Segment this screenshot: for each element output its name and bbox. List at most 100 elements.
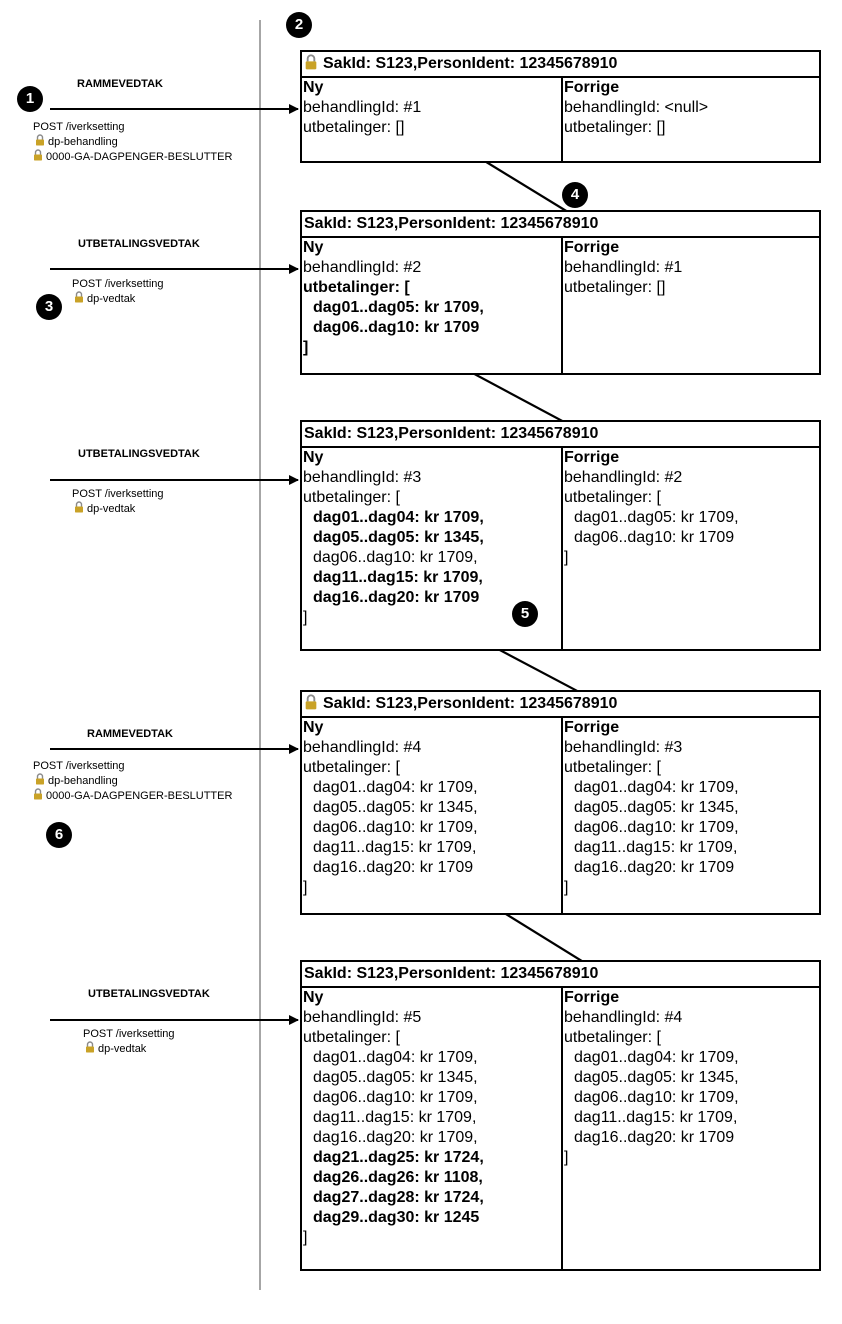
step-badge: 2 xyxy=(286,12,312,38)
column-line: dag05..dag05: kr 1345, xyxy=(574,799,739,816)
padlock-icon xyxy=(86,1041,94,1053)
padlock-icon xyxy=(75,291,83,303)
column-line: dag11..dag15: kr 1709, xyxy=(574,1109,738,1126)
box-header-text: SakId: S123,PersonIdent: 12345678910 xyxy=(304,425,599,442)
event-request: POST /iverksetting dp-vedtak xyxy=(83,1028,175,1056)
role-label: 0000-GA-DAGPENGER-BESLUTTER xyxy=(46,790,233,802)
column-line: dag21..dag25: kr 1724, xyxy=(313,1149,484,1166)
event-request: POST /iverksetting dp-behandling 0000-GA-D… xyxy=(33,121,232,164)
step-badge: 5 xyxy=(512,601,538,627)
role-item: dp-vedtak xyxy=(83,1041,175,1056)
column-title: Forrige xyxy=(564,719,620,736)
endpoint-label: POST /iverksetting xyxy=(72,278,164,290)
forrige-column: Forrige behandlingId: <null> utbetalinger:… xyxy=(562,78,819,161)
endpoint-label: POST /iverksetting xyxy=(83,1028,175,1040)
column-line: behandlingId: #4 xyxy=(564,1009,683,1026)
column-line: dag16..dag20: kr 1709 xyxy=(313,859,474,876)
column-line: dag27..dag28: kr 1724, xyxy=(313,1189,484,1206)
endpoint-label: POST /iverksetting xyxy=(33,760,125,772)
column-line: utbetalinger: [ xyxy=(303,279,410,296)
role-label: dp-behandling xyxy=(48,775,118,787)
column-line: ] xyxy=(303,879,308,896)
step-badge: 6 xyxy=(46,822,72,848)
column-line: dag05..dag05: kr 1345, xyxy=(313,1069,478,1086)
role-label: 0000-GA-DAGPENGER-BESLUTTER xyxy=(46,151,233,163)
box-header: SakId: S123,PersonIdent: 12345678910 xyxy=(302,692,819,718)
column-title: Ny xyxy=(303,239,324,256)
padlock-icon xyxy=(305,54,317,70)
column-title: Forrige xyxy=(564,79,620,96)
column-line: utbetalinger: [ xyxy=(303,759,400,776)
column-line: utbetalinger: [] xyxy=(564,119,666,136)
column-line: behandlingId: #4 xyxy=(303,739,422,756)
column-title: Ny xyxy=(303,989,324,1006)
column-title: Forrige xyxy=(564,989,620,1006)
role-label: dp-vedtak xyxy=(87,293,136,305)
event-title: UTBETALINGSVEDTAK xyxy=(78,238,200,250)
event-title: UTBETALINGSVEDTAK xyxy=(78,448,200,460)
column-line: dag01..dag04: kr 1709, xyxy=(574,1049,739,1066)
column-line: behandlingId: #5 xyxy=(303,1009,422,1026)
column-line: dag05..dag05: kr 1345, xyxy=(574,1069,739,1086)
column-line: behandlingId: #3 xyxy=(303,469,422,486)
event-request: POST /iverksetting dp-behandling 0000-GA-D… xyxy=(33,760,232,803)
role-item: dp-behandling xyxy=(33,773,232,788)
column-line: dag01..dag04: kr 1709, xyxy=(313,509,484,526)
column-line: behandlingId: #1 xyxy=(564,259,683,276)
column-line: dag01..dag05: kr 1709, xyxy=(313,299,484,316)
box-header-text: SakId: S123,PersonIdent: 12345678910 xyxy=(304,215,599,232)
box-header: SakId: S123,PersonIdent: 12345678910 xyxy=(302,962,819,988)
step-badge: 4 xyxy=(562,182,588,208)
column-line: dag11..dag15: kr 1709, xyxy=(574,839,738,856)
padlock-icon xyxy=(305,694,317,710)
column-line: dag06..dag10: kr 1709, xyxy=(313,549,478,566)
ny-column: Ny behandlingId: #1 utbetalinger: [] xyxy=(302,78,563,161)
column-line: dag06..dag10: kr 1709 xyxy=(313,319,480,336)
column-line: ] xyxy=(564,1149,569,1166)
column-line: ] xyxy=(303,609,308,626)
column-title: Forrige xyxy=(564,239,620,256)
role-label: dp-behandling xyxy=(48,136,118,148)
column-line: dag06..dag10: kr 1709, xyxy=(574,819,739,836)
ny-column: Ny behandlingId: #2 utbetalinger: [ dag01..… xyxy=(302,238,563,373)
column-line: utbetalinger: [ xyxy=(564,759,661,776)
step-badge: 3 xyxy=(36,294,62,320)
role-label: dp-vedtak xyxy=(98,1043,147,1055)
padlock-icon xyxy=(36,134,44,146)
column-line: dag16..dag20: kr 1709 xyxy=(574,859,735,876)
column-line: behandlingId: #1 xyxy=(303,99,422,116)
box-header: SakId: S123,PersonIdent: 12345678910 xyxy=(302,212,819,238)
event-title: UTBETALINGSVEDTAK xyxy=(88,988,210,1000)
role-item: dp-vedtak xyxy=(72,501,164,516)
column-line: behandlingId: #2 xyxy=(303,259,422,276)
column-line: ] xyxy=(303,339,309,356)
endpoint-label: POST /iverksetting xyxy=(33,121,125,133)
column-line: dag05..dag05: kr 1345, xyxy=(313,799,478,816)
column-line: dag06..dag10: kr 1709 xyxy=(574,529,735,546)
column-line: behandlingId: #2 xyxy=(564,469,683,486)
column-line: dag16..dag20: kr 1709 xyxy=(574,1129,735,1146)
event-request: POST /iverksetting dp-vedtak xyxy=(72,278,164,306)
column-line: dag11..dag15: kr 1709, xyxy=(313,1109,477,1126)
column-title: Ny xyxy=(303,79,324,96)
column-line: behandlingId: <null> xyxy=(564,99,709,116)
column-line: dag29..dag30: kr 1245 xyxy=(313,1209,480,1226)
column-title: Ny xyxy=(303,449,324,466)
column-line: dag16..dag20: kr 1709, xyxy=(313,1129,478,1146)
column-line: dag11..dag15: kr 1709, xyxy=(313,569,483,586)
column-line: dag06..dag10: kr 1709, xyxy=(313,1089,478,1106)
padlock-icon xyxy=(34,788,42,800)
column-line: utbetalinger: [] xyxy=(303,119,405,136)
box-header-text: SakId: S123,PersonIdent: 12345678910 xyxy=(323,695,618,712)
box-header: SakId: S123,PersonIdent: 12345678910 xyxy=(302,52,819,78)
role-label: dp-vedtak xyxy=(87,503,136,515)
